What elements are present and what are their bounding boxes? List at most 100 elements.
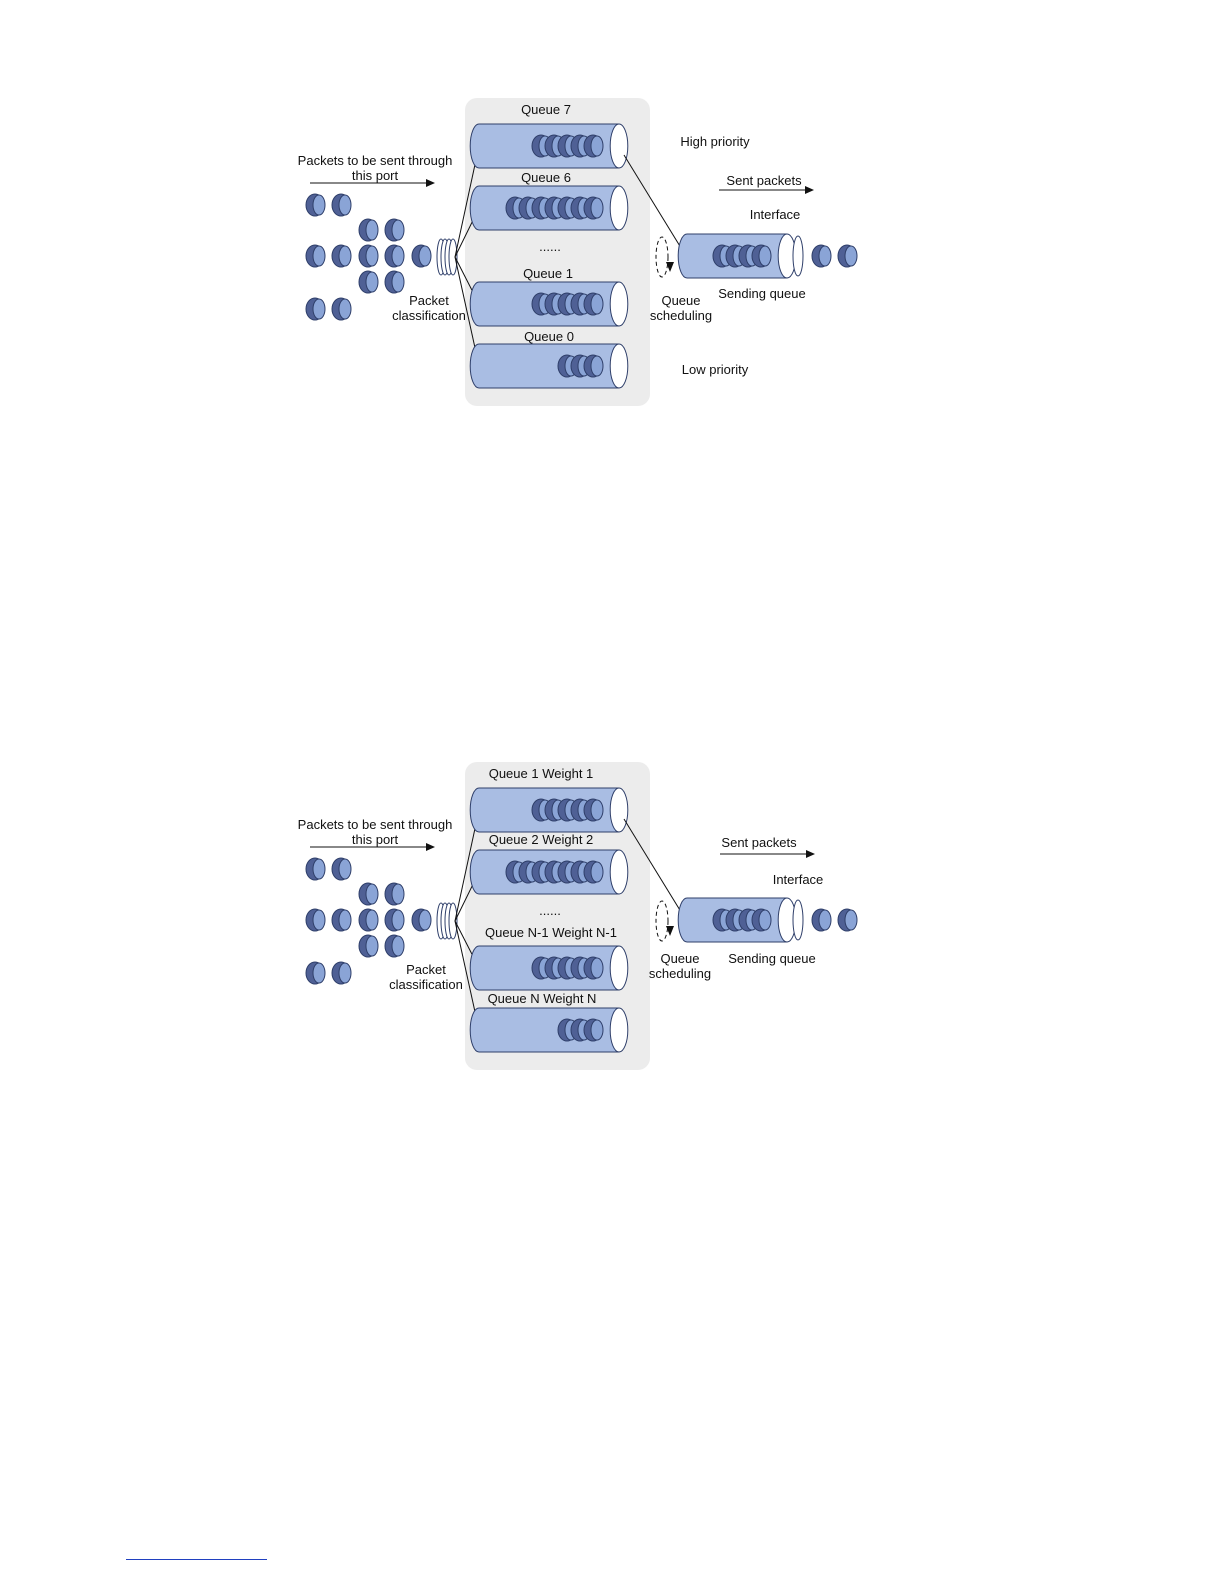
packet-icon — [384, 908, 405, 932]
tube-opening — [609, 1007, 629, 1053]
packet-icon — [583, 292, 604, 316]
queue-tube — [469, 1007, 629, 1053]
arrow — [623, 818, 687, 921]
queue-tubes — [469, 123, 629, 389]
packet-icon — [811, 244, 832, 268]
packet-icon — [583, 134, 604, 158]
queue-tube — [469, 787, 629, 833]
packet-icon — [358, 934, 379, 958]
packet-icon — [411, 244, 432, 268]
sent-packets-label: Sent packets — [726, 173, 802, 188]
packet-icon — [331, 908, 352, 932]
packet-icon — [331, 857, 352, 881]
queue-tube — [677, 897, 797, 943]
packet-icon — [331, 193, 352, 217]
queue-tube — [677, 233, 797, 279]
high-priority-label: High priority — [680, 134, 750, 149]
classifier-discs — [436, 902, 458, 940]
weighted-round-robin-diagram: Packets to be sent through this port Pac… — [298, 762, 858, 1070]
scheduling-loop-icon — [655, 900, 669, 942]
scheduling-arrow-icon — [666, 926, 674, 936]
scheduling-arrow-icon — [666, 262, 674, 272]
scheduling-label-line2: scheduling — [650, 308, 712, 323]
packet-icon — [583, 956, 604, 980]
packet-icon — [411, 908, 432, 932]
interface-icon — [792, 899, 804, 941]
tube-opening — [609, 945, 629, 991]
packet-icon — [583, 1018, 604, 1042]
scheduling-label-line1: Queue — [661, 293, 700, 308]
classification-label-line1: Packet — [406, 962, 446, 977]
queue-label: Queue N-1 Weight N-1 — [485, 925, 617, 940]
tube-opening — [609, 123, 629, 169]
packet-icon — [583, 860, 604, 884]
packet-icon — [305, 961, 326, 985]
classifier-discs — [436, 238, 458, 276]
packet-icon — [305, 193, 326, 217]
ellipsis: ...... — [539, 239, 561, 254]
queue-label: Queue 1 Weight 1 — [489, 766, 594, 781]
queue-label: Queue N Weight N — [488, 991, 597, 1006]
packet-icon — [358, 908, 379, 932]
sending-queue-label: Sending queue — [728, 951, 815, 966]
queue-tube — [469, 849, 629, 895]
output-path — [623, 154, 858, 279]
packet-icon — [751, 244, 772, 268]
packet-icon — [384, 218, 405, 242]
classification-label-line1: Packet — [409, 293, 449, 308]
input-label-line2: this port — [352, 832, 399, 847]
tube-opening — [609, 281, 629, 327]
queue-tube — [469, 123, 629, 169]
queue-panel — [465, 98, 650, 406]
tube-opening — [609, 787, 629, 833]
packet-icon — [751, 908, 772, 932]
packet-icon — [358, 270, 379, 294]
queue-tube — [469, 281, 629, 327]
packet-icon — [811, 908, 832, 932]
arrow — [623, 154, 687, 257]
strict-priority-diagram: Packets to be sent through this port Pac… — [298, 98, 858, 406]
queue-panel — [465, 762, 650, 1070]
input-label-line1: Packets to be sent through — [298, 817, 453, 832]
queue-tube — [469, 945, 629, 991]
footer-link-underline — [126, 1559, 267, 1560]
output-path — [623, 818, 858, 943]
interface-label: Interface — [773, 872, 824, 887]
classifier-disc — [448, 902, 458, 940]
tube-opening — [609, 849, 629, 895]
packet-icon — [384, 934, 405, 958]
packet-icon — [305, 908, 326, 932]
packet-icon — [583, 798, 604, 822]
packet-icon — [384, 270, 405, 294]
tube-opening — [609, 185, 629, 231]
input-label-line2: this port — [352, 168, 399, 183]
packet-icon — [837, 908, 858, 932]
packet-icon — [331, 244, 352, 268]
packet-icon — [583, 196, 604, 220]
incoming-packets — [305, 857, 432, 985]
packet-icon — [583, 354, 604, 378]
low-priority-label: Low priority — [682, 362, 749, 377]
interface-icon — [792, 235, 804, 277]
scheduling-label-line2: scheduling — [649, 966, 711, 981]
classifier-disc — [448, 238, 458, 276]
tube-opening — [609, 343, 629, 389]
sending-queue-label: Sending queue — [718, 286, 805, 301]
ellipsis: ...... — [539, 903, 561, 918]
packet-icon — [358, 244, 379, 268]
classification-label-line2: classification — [392, 308, 466, 323]
scheduling-loop-icon — [655, 236, 669, 278]
packet-icon — [331, 297, 352, 321]
packet-icon — [358, 882, 379, 906]
packet-icon — [837, 244, 858, 268]
classification-label-line2: classification — [389, 977, 463, 992]
packet-icon — [384, 882, 405, 906]
input-label-line1: Packets to be sent through — [298, 153, 453, 168]
queue-tube — [469, 343, 629, 389]
queue-label: Queue 7 — [521, 102, 571, 117]
packet-icon — [331, 961, 352, 985]
queue-label: Queue 1 — [523, 266, 573, 281]
queue-label: Queue 0 — [524, 329, 574, 344]
packet-icon — [305, 297, 326, 321]
